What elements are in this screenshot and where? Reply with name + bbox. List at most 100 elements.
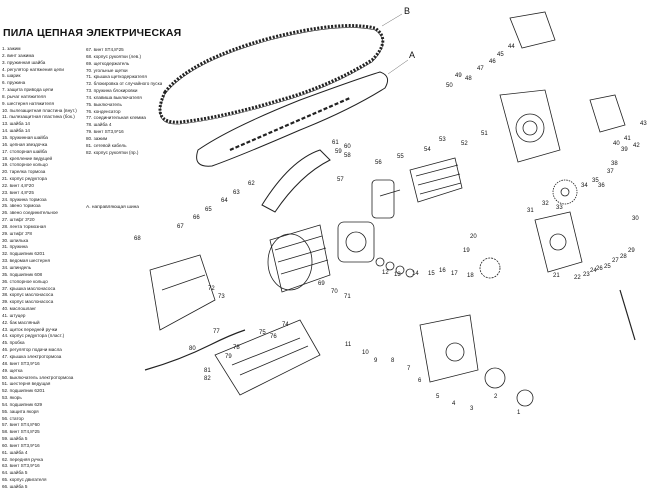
callout-54: 54: [424, 147, 431, 153]
parts-list-item: 72. блокировка от случайного пуска: [86, 81, 163, 87]
parts-list-item: 58. винт ST4,8*25: [2, 429, 40, 435]
callout-74: 74: [282, 322, 289, 328]
parts-list-item: 80. зажим: [86, 135, 108, 141]
parts-list-item: 63. винт ST3,9*16: [2, 463, 40, 469]
parts-list-item: 81. сетевой кабель: [86, 142, 127, 148]
parts-list-item: 77. соединительная клемма: [86, 115, 146, 121]
callout-48: 48: [465, 76, 472, 82]
saw-chain-drawing: [158, 24, 385, 125]
parts-list-item: 29. штифт 3*8: [2, 230, 32, 236]
rear-handle-right-drawing: [214, 319, 321, 396]
parts-list-item: 60. винт ST3,9*16: [2, 442, 40, 448]
callout-29: 29: [628, 248, 635, 254]
parts-list-item: 34. шпиндель: [2, 265, 32, 270]
parts-list-item: 17. стопорная шайба: [2, 148, 47, 154]
callout-28: 28: [620, 254, 627, 260]
callout-44: 44: [508, 44, 515, 50]
parts-list-item: 59. шайба 5: [2, 436, 28, 442]
parts-list-item: 54. подшипник 629: [2, 401, 43, 407]
parts-list-item: 1. зажим: [2, 46, 21, 51]
parts-list-item: 64. шайба 5: [2, 470, 28, 476]
callout-56: 56: [375, 160, 382, 166]
parts-list-item: 53. якорь: [2, 395, 22, 401]
parts-list-item: 47. крышка электротормоза: [2, 353, 62, 359]
callout-67: 67: [177, 224, 184, 230]
gearbox-housing-drawing: [499, 89, 561, 163]
callout-33: 33: [556, 205, 563, 211]
parts-list-item: 35. подшипник 608: [2, 271, 43, 277]
callout-59: 59: [335, 149, 342, 155]
callout-35: 35: [592, 178, 599, 184]
callout-75: 75: [259, 330, 266, 336]
chain-cover-drawing: [419, 314, 479, 383]
parts-list-item: 7. защита привода цепи: [2, 87, 54, 93]
parts-list-item: 51. шестерня ведущая: [2, 381, 51, 387]
parts-list-item: 42. бак масляный: [2, 319, 40, 325]
parts-list-item: 82. корпус рукоятки (пр.): [86, 149, 139, 155]
parts-list-item: 14. шайба 14: [2, 128, 30, 134]
washers-drawing: [375, 257, 415, 278]
parts-list-item: 39. корпус маслонасоса: [2, 299, 54, 305]
parts-list-item: 6. пружина: [2, 80, 26, 86]
parts-list-item: 69. щеткодержатель: [86, 60, 130, 66]
callout-7: 7: [407, 366, 411, 372]
parts-list-item: 37. крышка маслонасоса: [2, 285, 56, 291]
parts-list-item: 8. рычаг натяжителя: [2, 93, 46, 99]
front-handle-drawing: [261, 149, 331, 213]
parts-list-item: 23. винт 4,8*25: [2, 189, 34, 195]
callout-16: 16: [439, 268, 446, 274]
parts-list-item: 79. винт ST3,9*16: [86, 129, 124, 135]
callout-40: 40: [613, 141, 620, 147]
callout-13: 13: [394, 272, 401, 278]
callout-B: B: [404, 6, 410, 16]
callout-24: 24: [590, 268, 597, 274]
callout-50: 50: [446, 83, 453, 89]
parts-list-item: 61. шайба 4: [2, 449, 28, 455]
callout-70: 70: [331, 289, 338, 295]
brake-housing-drawing: [534, 211, 583, 273]
parts-list-item: 30. шпилька: [2, 237, 29, 243]
parts-list-item: 70. угольные щетки: [86, 67, 128, 73]
callout-6: 6: [418, 378, 422, 384]
callout-26: 26: [596, 266, 603, 272]
callout-15: 15: [428, 271, 435, 277]
power-cable-drawing: [144, 329, 246, 371]
callout-46: 46: [489, 59, 496, 65]
callout-61: 61: [332, 140, 339, 146]
parts-list-item: 45. пробка: [2, 340, 25, 346]
callout-39: 39: [621, 147, 628, 153]
callout-19: 19: [463, 248, 470, 254]
exploded-diagram: B A 1 2 3 4 5 6 7 8 9 10 11 12 13 14 15 …: [134, 6, 647, 416]
parts-list-item: 11. пылезащитная пластина (бок.): [2, 114, 75, 120]
parts-list-item: 57. винт ST4,8*60: [2, 422, 40, 428]
callout-36: 36: [598, 183, 605, 189]
parts-list-item: 3. пружинная шайба: [2, 59, 46, 65]
callout-9: 9: [374, 358, 378, 364]
parts-list-item: 10. пылезащитная пластина (внут.): [2, 107, 77, 113]
callout-66: 66: [193, 215, 200, 221]
callout-18: 18: [467, 273, 474, 279]
brake-rod-drawing: [619, 289, 636, 341]
parts-list-item: 9. шестерня натяжителя: [2, 100, 54, 106]
callout-2: 2: [494, 394, 498, 400]
callout-76: 76: [270, 334, 277, 340]
driven-gear-drawing: [552, 179, 578, 205]
callout-45: 45: [497, 52, 504, 58]
parts-list-item: 24. пружина тормоза: [2, 196, 47, 202]
parts-list-item: 78. шайба 4: [86, 122, 112, 128]
parts-list-item: 5. шарик: [2, 73, 21, 79]
callout-25: 25: [604, 264, 611, 270]
parts-list-item: 74. клавиша выключателя: [86, 94, 142, 100]
callout-17: 17: [451, 271, 458, 277]
callout-21: 21: [553, 273, 560, 279]
callout-30: 30: [632, 216, 639, 222]
callout-27: 27: [612, 258, 619, 264]
callout-11: 11: [345, 342, 352, 348]
callout-8: 8: [391, 358, 395, 364]
parts-list-item: 22. винт 4,8*20: [2, 182, 34, 188]
parts-list-item: 46. регулятор подачи масла: [2, 347, 62, 353]
parts-list-item: 43. щиток передней ручки: [2, 326, 58, 332]
parts-list-item: 36. стопорное кольцо: [2, 278, 48, 284]
legend-guide-bar: А. направляющая шина: [86, 205, 139, 210]
